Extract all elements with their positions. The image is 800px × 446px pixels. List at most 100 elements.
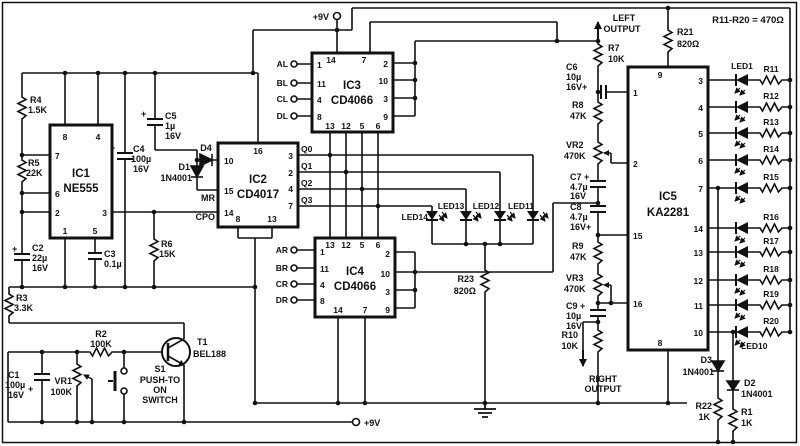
mr-pin-label: MR xyxy=(201,193,215,203)
ic-boxes xyxy=(48,51,710,352)
r10-value: 10K xyxy=(561,341,578,351)
junction-dot xyxy=(412,287,418,293)
led-emission-arrow xyxy=(734,259,741,266)
input-bl-label: BL xyxy=(277,78,288,88)
c5-voltage: 16V xyxy=(165,131,181,141)
junction-dot xyxy=(62,284,68,290)
vr2-value: 470K xyxy=(564,151,586,161)
r9-ref: R9 xyxy=(572,241,584,251)
led-emission-arrow xyxy=(739,89,746,96)
ic4-box xyxy=(313,236,397,319)
ic4-pin4: 4 xyxy=(320,280,325,290)
led10-symbol xyxy=(736,326,748,338)
ic2-pin4: 4 xyxy=(288,184,293,194)
c5-value: 1µ xyxy=(165,121,175,131)
r12-resistor xyxy=(757,102,785,112)
led-emission-arrow xyxy=(739,116,746,123)
r22-value: 1K xyxy=(698,412,710,422)
led5-symbol xyxy=(736,182,748,194)
junction-dot xyxy=(412,269,418,275)
input-dr-terminal xyxy=(290,296,298,304)
r18-ref: R18 xyxy=(763,264,779,274)
d1-part: 1N4001 xyxy=(160,173,192,183)
junction-dot xyxy=(665,400,671,406)
r21-ref: R21 xyxy=(677,27,694,37)
r3-resistor xyxy=(4,291,14,319)
c1-voltage: 16V xyxy=(8,390,24,400)
junction-dot xyxy=(608,300,614,306)
r4-resistor xyxy=(17,94,27,122)
led-emission-arrow xyxy=(739,169,746,176)
r8-value: 47K xyxy=(570,111,587,121)
r15-resistor xyxy=(757,183,785,193)
ic2-pin3: 3 xyxy=(288,151,293,161)
input-bl-terminal xyxy=(290,79,298,87)
right-output-label-line2: OUTPUT xyxy=(585,384,623,394)
vr3-value: 470K xyxy=(564,284,586,294)
c9-ref: C9 + xyxy=(566,301,585,311)
c7-voltage: 16V xyxy=(570,191,586,201)
vr1-wiper xyxy=(83,374,93,380)
led10-label: LED10 xyxy=(741,341,768,351)
r8-resistor xyxy=(593,99,603,127)
ic5-pin3: 3 xyxy=(698,76,703,86)
s1-label-line1: PUSH-TO xyxy=(140,375,180,385)
d2-part: 1N4001 xyxy=(741,389,773,399)
s1-ref: S1 xyxy=(154,364,165,374)
r4-value: 1.5K xyxy=(28,105,48,115)
output-arrows xyxy=(579,21,602,367)
led-emission-arrow xyxy=(509,211,516,219)
r3-value: 3.3K xyxy=(14,303,34,313)
ic4-pin14: 14 xyxy=(333,305,343,315)
ic2-pin16: 16 xyxy=(253,146,263,156)
ic3-pin6: 6 xyxy=(376,121,381,131)
led8-symbol xyxy=(736,274,748,286)
r6-ref: R6 xyxy=(161,239,173,249)
led2-symbol xyxy=(736,101,748,113)
r17-ref: R17 xyxy=(763,236,779,246)
ic5-pin8: 8 xyxy=(658,338,663,348)
r5-resistor xyxy=(17,157,27,185)
led1-label: LED1 xyxy=(731,61,753,71)
ic4-bus-wires xyxy=(255,202,687,404)
junction-dot xyxy=(252,284,258,290)
r5-ref: R5 xyxy=(28,158,40,168)
r10-resistor xyxy=(593,327,603,355)
ic5-part: KA2281 xyxy=(647,207,690,219)
junction-dot xyxy=(121,419,127,425)
left-output-label-line1: LEFT xyxy=(613,13,636,23)
input-ar-terminal xyxy=(290,246,298,254)
junction-dot xyxy=(730,439,736,445)
s1-label-line2: ON xyxy=(153,385,167,395)
d3-ref: D3 xyxy=(700,355,712,365)
ic3-pin2: 2 xyxy=(383,59,388,69)
junction-dot xyxy=(19,152,25,158)
junction-dot xyxy=(787,302,793,308)
c8-voltage: 16V+ xyxy=(570,222,591,232)
ic5-pin16: 16 xyxy=(633,299,643,309)
ic1-pin6: 6 xyxy=(55,189,60,199)
r23-ref: R23 xyxy=(457,274,474,284)
ic3-pin1: 1 xyxy=(317,60,322,70)
r8-ref: R8 xyxy=(572,100,584,110)
r3-ref: R3 xyxy=(16,293,28,303)
ic5-pin9: 9 xyxy=(658,70,663,80)
led-emission-arrow xyxy=(734,339,741,346)
ic2-box xyxy=(216,141,300,229)
s1-label-line3: SWITCH xyxy=(142,395,178,405)
led-emission-arrow xyxy=(734,312,741,319)
led-emission-arrow xyxy=(475,211,482,219)
ic4-pin7: 7 xyxy=(363,305,368,315)
r19-resistor xyxy=(757,300,785,310)
junction-dot xyxy=(375,203,381,209)
input-cl-label: CL xyxy=(277,94,288,104)
top-supply-terminal xyxy=(332,11,342,21)
trigger-block-wires xyxy=(7,323,352,423)
r7-ref: R7 xyxy=(608,43,620,53)
r7-value: 10K xyxy=(608,54,625,64)
junction-dot xyxy=(359,186,365,192)
led11-label: LED11 xyxy=(508,201,534,211)
led-emission-arrow xyxy=(739,197,746,204)
s1-contact-bottom xyxy=(120,387,128,395)
